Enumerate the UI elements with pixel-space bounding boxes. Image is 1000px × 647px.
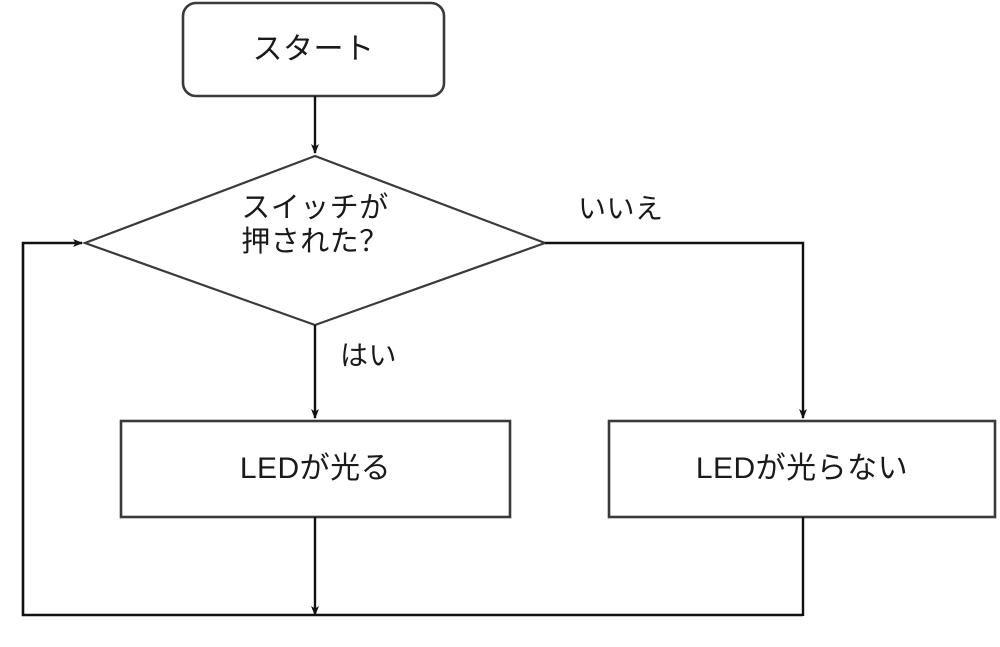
- node-start-shape: [181, 1, 446, 98]
- node-process-no-shape: [607, 419, 997, 519]
- node-decision-shape: [81, 154, 549, 327]
- node-process-yes-shape: [119, 419, 512, 519]
- edge-loop-back: [21, 239, 803, 617]
- edge-decision-no: [545, 241, 807, 419]
